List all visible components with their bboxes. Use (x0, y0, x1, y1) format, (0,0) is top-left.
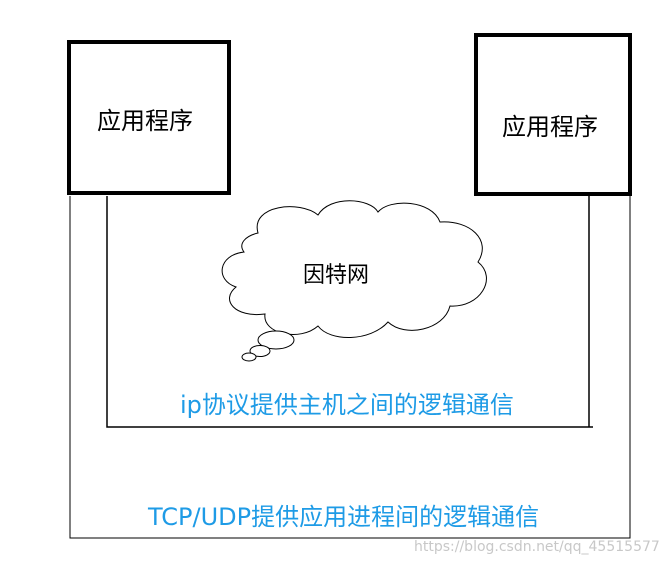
watermark-text: https://blog.csdn.net/qq_45515577 (414, 539, 660, 555)
transport-layer-label: TCP/UDP提供应用进程间的逻辑通信 (148, 503, 540, 531)
application-label-left: 应用程序 (97, 107, 193, 135)
cloud-shape (221, 200, 487, 338)
transport-layer-bracket (69, 196, 631, 539)
application-box-right (474, 33, 632, 196)
internet-cloud (221, 200, 487, 362)
ip-layer-bracket (106, 196, 593, 428)
ip-layer-label: ip协议提供主机之间的逻辑通信 (180, 391, 514, 419)
cloud-bubble-large (257, 330, 295, 350)
application-label-right: 应用程序 (502, 113, 598, 141)
internet-label: 因特网 (303, 263, 370, 288)
cloud-bubble-medium (249, 345, 271, 357)
application-box-left (67, 40, 231, 195)
cloud-bubble-small (241, 352, 257, 362)
